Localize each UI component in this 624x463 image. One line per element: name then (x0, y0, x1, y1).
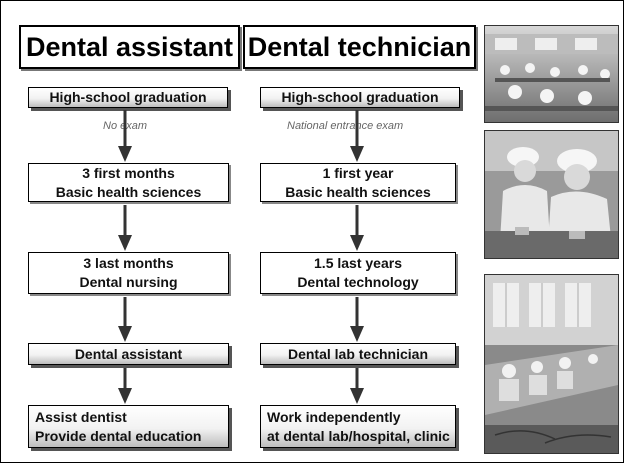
classroom-photo (484, 25, 619, 123)
arrow-down-icon (350, 110, 364, 162)
technician-step-duties: Work independently at dental lab/hospita… (260, 405, 456, 448)
step-line: Basic health sciences (285, 183, 431, 200)
technician-step-role: Dental lab technician (260, 343, 456, 365)
header-dental-technician: Dental technician (243, 25, 476, 69)
step-line: High-school graduation (281, 89, 439, 105)
arrow-down-icon (350, 297, 364, 342)
arrow-down-icon (118, 297, 132, 342)
assistant-step-graduation: High-school graduation (28, 87, 228, 108)
technician-step-basic-sciences: 1 first year Basic health sciences (260, 163, 456, 202)
step-line: Provide dental education (35, 427, 202, 444)
step-line: Dental lab technician (287, 345, 429, 362)
step-line: 1 first year (322, 164, 394, 181)
step-line: Dental nursing (79, 274, 178, 290)
step-line: Basic health sciences (55, 183, 202, 200)
step-line: Assist dentist (35, 408, 127, 425)
step-line: 1.5 last years (314, 255, 402, 271)
assistant-step-role: Dental assistant (28, 343, 229, 365)
step-line: Work independently (267, 408, 401, 425)
technician-exam-note: National entrance exam (287, 120, 404, 132)
assistant-step-basic-sciences: 3 first months Basic health sciences (28, 163, 229, 202)
step-line: 3 last months (83, 255, 174, 271)
arrow-down-icon (118, 110, 132, 162)
step-line: Dental assistant (74, 345, 183, 362)
arrow-down-icon (118, 205, 132, 251)
step-line: 3 first months (82, 164, 175, 181)
technician-step-graduation: High-school graduation (260, 87, 460, 108)
arrow-down-icon (350, 368, 364, 404)
dental-lab-photo (484, 274, 619, 454)
assistant-step-duties: Assist dentist Provide dental education (28, 405, 229, 448)
step-line: High-school graduation (49, 89, 207, 105)
arrow-down-icon (350, 205, 364, 251)
step-line: at dental lab/hospital, clinic (267, 427, 450, 444)
arrow-down-icon (118, 368, 132, 404)
technician-step-dental-technology: 1.5 last years Dental technology (260, 252, 456, 294)
students-working-photo (484, 130, 619, 259)
assistant-step-dental-nursing: 3 last months Dental nursing (28, 252, 229, 294)
header-dental-assistant: Dental assistant (19, 25, 240, 69)
step-line: Dental technology (297, 274, 419, 290)
